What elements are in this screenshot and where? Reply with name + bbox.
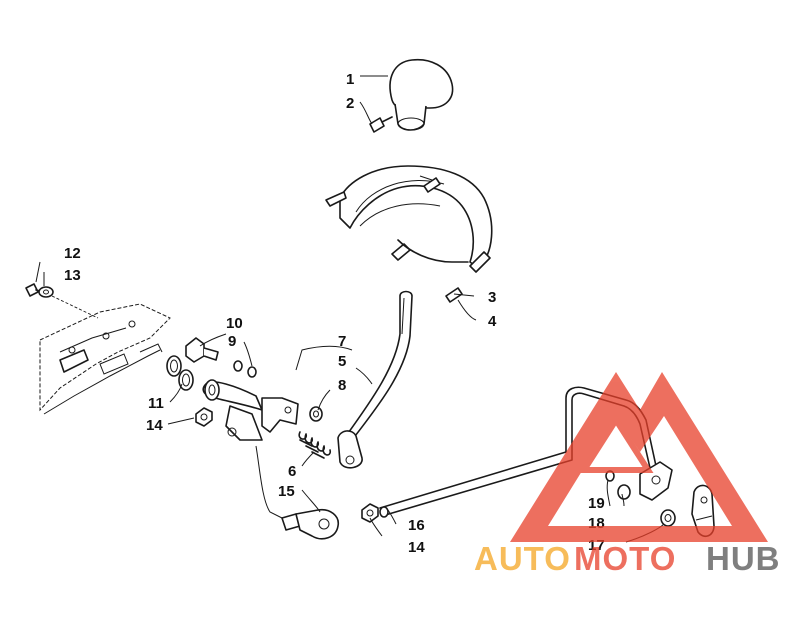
callout-12: 12 [64, 245, 81, 262]
pivot-bolt [185, 337, 219, 363]
automotohub-watermark: AUTO MOTO HUB [474, 372, 781, 577]
shift-lever [337, 290, 413, 469]
callout-11: 11 [148, 395, 164, 412]
callout-15: 15 [278, 483, 295, 500]
linkage-washers [605, 470, 676, 527]
pivot-nut [195, 407, 213, 427]
pivot-washers [233, 360, 257, 378]
callout-4: 4 [488, 313, 497, 330]
knob-screw [369, 116, 393, 133]
callout-2: 2 [346, 95, 354, 112]
callout-1: 1 [346, 71, 354, 88]
watermark-auto: AUTO [474, 540, 571, 577]
callout-labels: 1 2 3 4 5 6 7 8 9 10 11 12 13 14 14 15 1… [64, 71, 605, 556]
watermark-triangle-icon [510, 372, 768, 542]
callout-6: 6 [288, 463, 296, 480]
callout-9: 9 [228, 333, 236, 350]
watermark-moto: MOTO [574, 540, 676, 577]
callout-13: 13 [64, 267, 81, 284]
bracket-washer [309, 406, 323, 422]
callout-16: 16 [408, 517, 425, 534]
shift-knob [389, 58, 454, 131]
callout-5: 5 [338, 353, 346, 370]
callout-19: 19 [588, 495, 605, 512]
pivot-shaft [202, 379, 299, 441]
watermark-hub: HUB [706, 540, 781, 577]
bracket-pins [445, 251, 491, 303]
callout-8: 8 [338, 377, 346, 394]
callout-7: 7 [338, 333, 346, 350]
shifter-cover [325, 165, 493, 269]
ball-joint [281, 508, 340, 540]
callout-3: 3 [488, 289, 496, 306]
callout-14-lower: 14 [408, 539, 425, 556]
callout-10: 10 [226, 315, 243, 332]
frame-washer [38, 286, 54, 298]
rod-nut [361, 503, 379, 523]
callout-leaders [35, 75, 665, 543]
callout-14-upper: 14 [146, 417, 163, 434]
o-rings [166, 355, 194, 391]
return-spring [298, 431, 331, 459]
mounting-frame [39, 303, 171, 415]
